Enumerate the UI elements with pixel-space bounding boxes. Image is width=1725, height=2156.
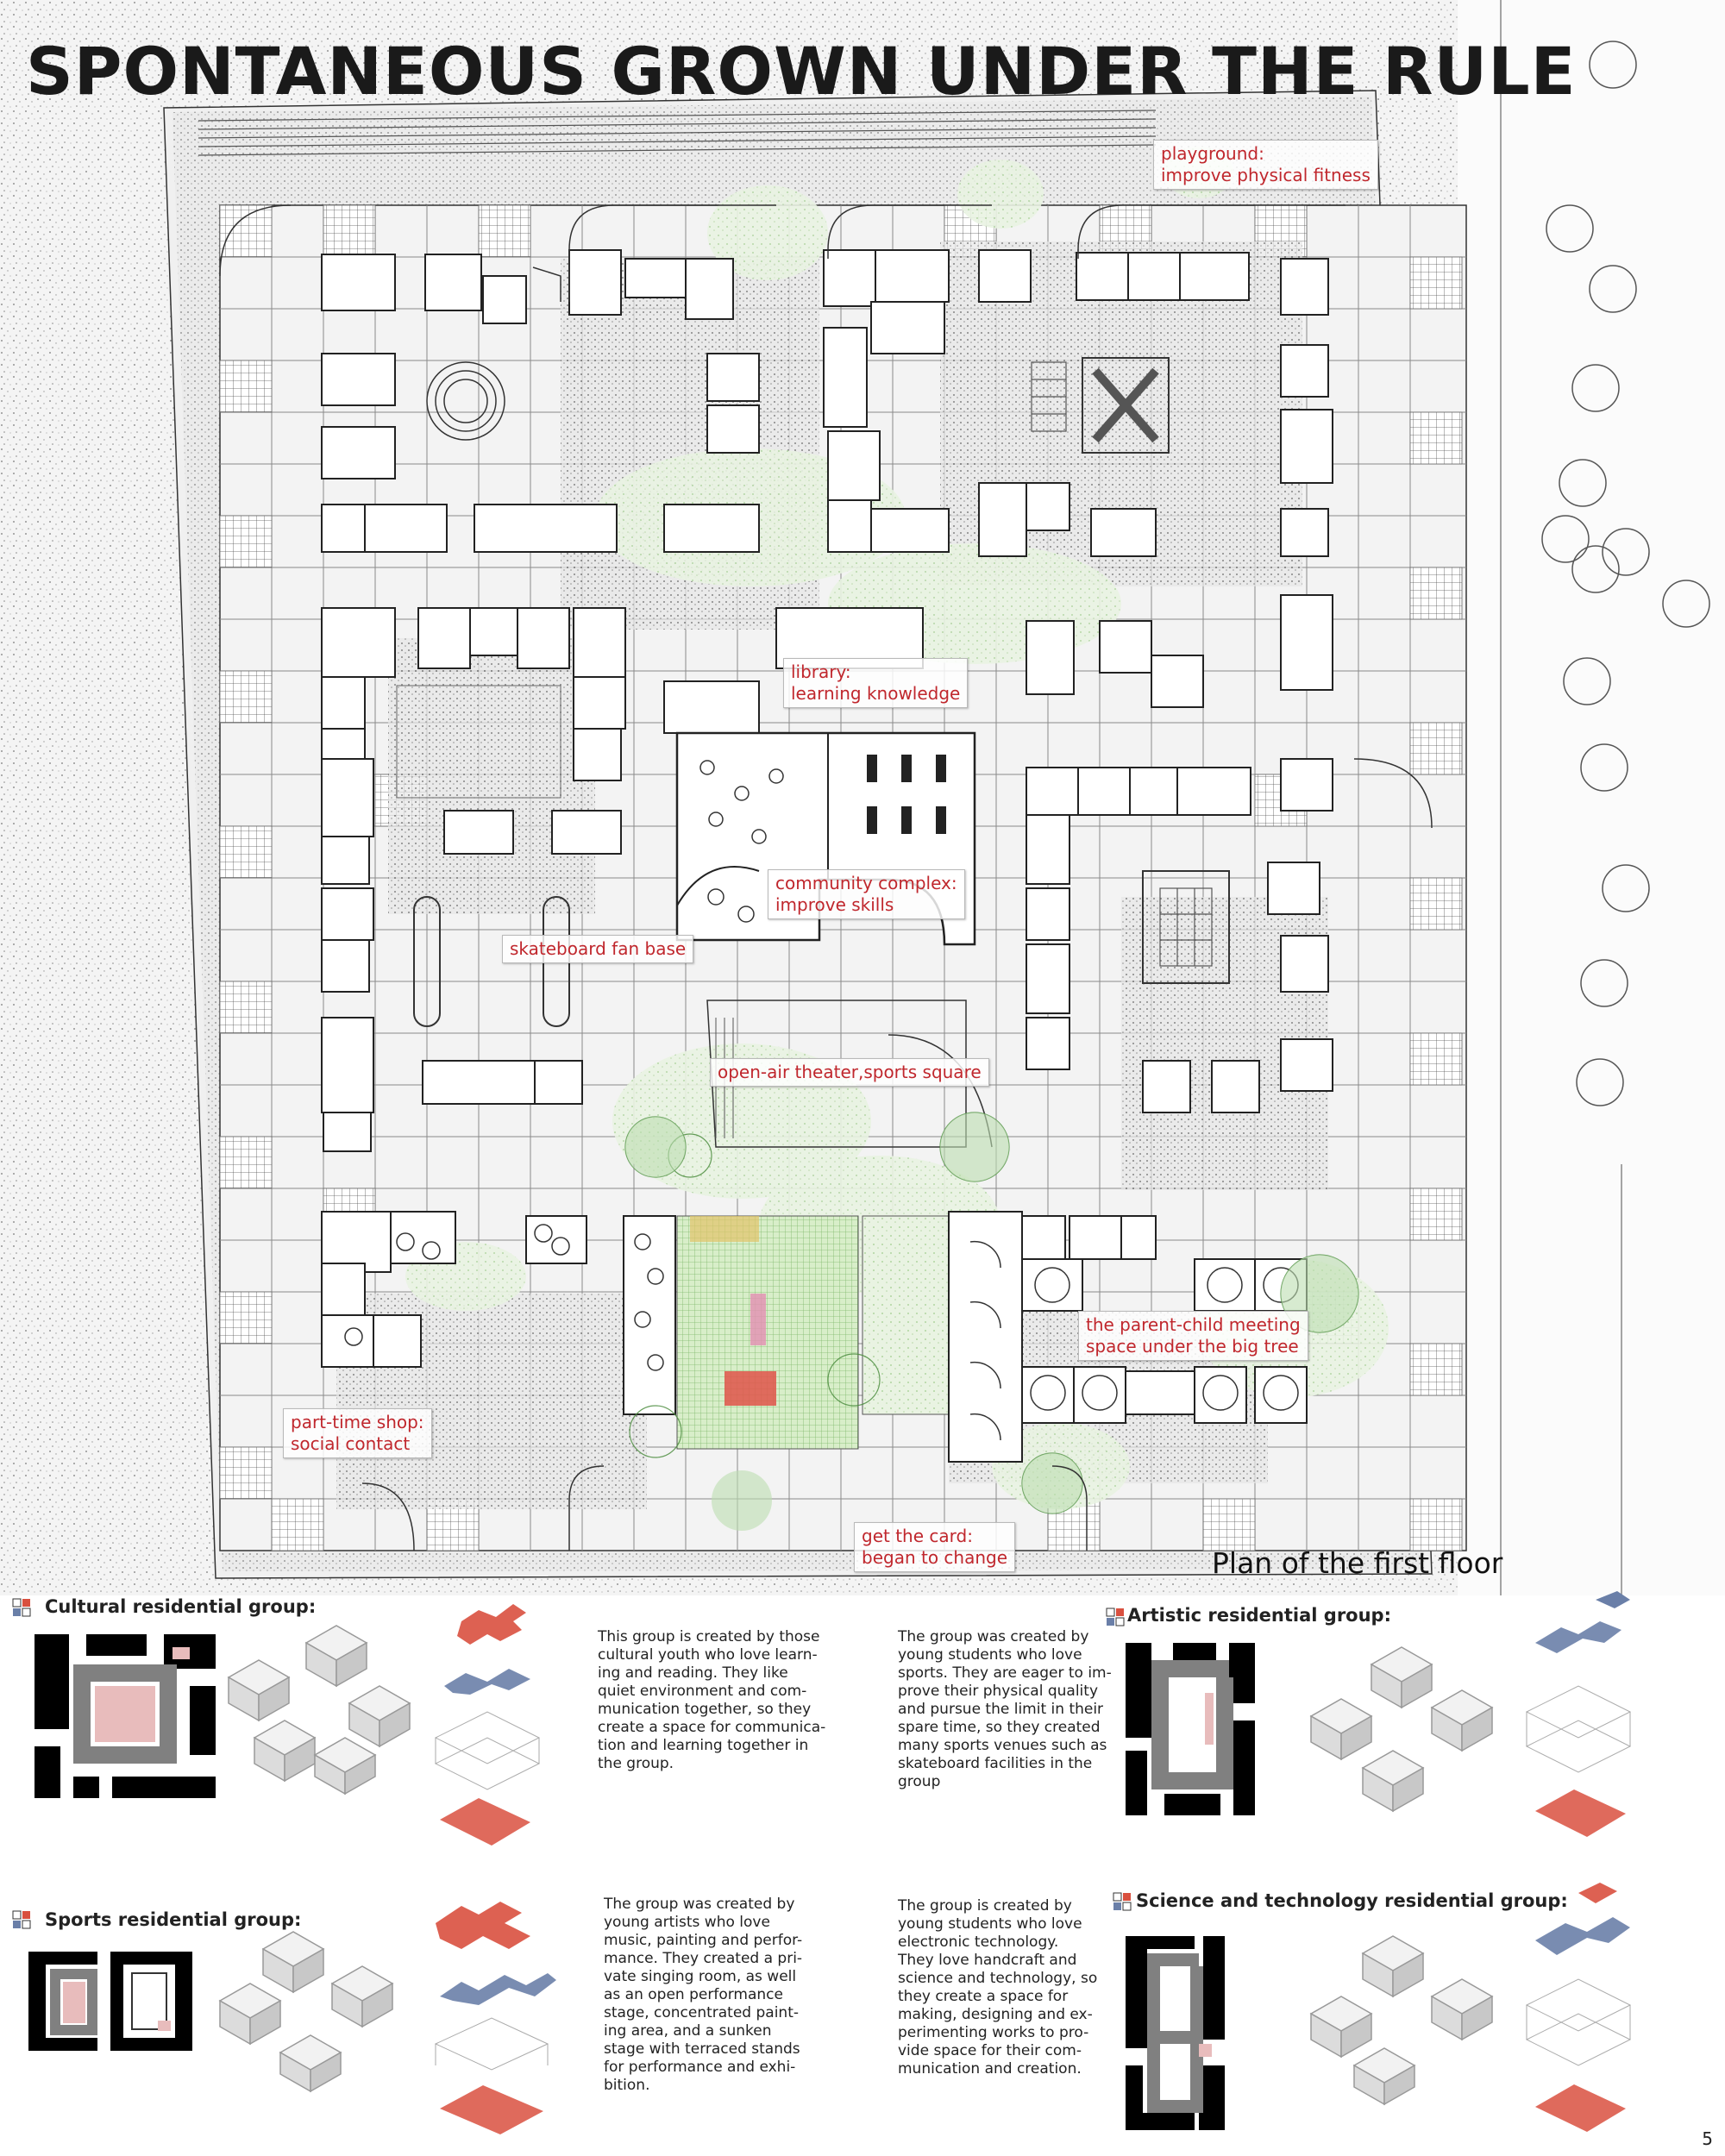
desc-line: The group was created by [604, 1896, 795, 1913]
desc-line: bition. [604, 2077, 650, 2094]
label-skateboard-line1: skateboard fan base [510, 938, 687, 959]
science-plan-diagram [1126, 1936, 1225, 2130]
label-community-line2: improve skills [775, 894, 894, 915]
page-number: 5 [1702, 2128, 1713, 2149]
label-community-complex: community complex: improve skills [768, 869, 965, 919]
desc-line: the group. [598, 1755, 674, 1772]
desc-line: quiet environment and com- [598, 1683, 807, 1700]
label-library-line2: learning knowledge [791, 683, 961, 704]
desc-line: young students who love [898, 1915, 1082, 1933]
sports-plan-diagram [28, 1952, 192, 2051]
label-parent-child-line1: the parent-child meeting [1086, 1314, 1301, 1335]
desc-line: young artists who love [604, 1914, 770, 1931]
label-card-line2: began to change [862, 1547, 1008, 1568]
desc-line: tion and learning together in [598, 1737, 809, 1754]
desc-line: They love handcraft and [898, 1952, 1077, 1969]
cultural-description: This group is created by those cultural … [598, 1628, 825, 1773]
artistic-exploded-diagram [1525, 1591, 1632, 1837]
plan-caption: Plan of the first floor [1212, 1546, 1503, 1580]
desc-line: stage with terraced stands [604, 2040, 800, 2058]
cultural-group-title: Cultural residential group: [45, 1596, 317, 1617]
sports-exploded-diagram [434, 1902, 556, 2134]
desc-line: as an open performance [604, 1986, 783, 2003]
desc-line: prove their physical quality [898, 1683, 1098, 1700]
label-skateboard: skateboard fan base [502, 935, 694, 963]
desc-line: munication together, so they [598, 1701, 812, 1718]
desc-line: create a space for communica- [598, 1719, 826, 1736]
desc-line: stage, concentrated paint- [604, 2004, 799, 2021]
science-exploded-diagram [1525, 1883, 1632, 2132]
cultural-plan-diagram [34, 1634, 216, 1798]
desc-line: many sports venues such as [898, 1737, 1107, 1754]
label-library-line1: library: [791, 661, 851, 682]
label-playground-line2: improve physical fitness [1161, 165, 1371, 185]
science-axonometric [1309, 1935, 1494, 2106]
building-icon [12, 1598, 31, 1617]
desc-line: cultural youth who love learn- [598, 1646, 818, 1664]
desc-line: The group is created by [898, 1897, 1072, 1915]
desc-line: vide space for their com- [898, 2042, 1082, 2059]
cultural-exploded-diagram [434, 1604, 541, 1846]
label-shop-line1: part-time shop: [291, 1412, 424, 1432]
cultural-axonometric [227, 1625, 411, 1796]
desc-line: group [898, 1773, 941, 1790]
desc-line: spare time, so they created [898, 1719, 1101, 1736]
desc-line: vate singing room, as well [604, 1968, 797, 1985]
label-parent-child-line2: space under the big tree [1086, 1336, 1299, 1357]
desc-line: and pursue the limit in their [898, 1701, 1104, 1718]
science-group-title: Science and technology residential group… [1136, 1890, 1568, 1911]
label-shop: part-time shop: social contact [283, 1408, 432, 1458]
label-shop-line2: social contact [291, 1433, 411, 1454]
desc-line: The group was created by [898, 1628, 1089, 1645]
building-icon [1106, 1608, 1125, 1626]
sports-group-title: Sports residential group: [45, 1909, 302, 1930]
sports-axonometric [218, 1931, 394, 2093]
desc-line: skateboard facilities in the [898, 1755, 1093, 1772]
desc-line: mance. They created a pri- [604, 1950, 803, 1967]
poster-title: SPONTANEOUS GROWN UNDER THE RULE [26, 33, 1577, 110]
first-floor-plan [0, 0, 1710, 1595]
label-community-line1: community complex: [775, 873, 957, 893]
desc-line: electronic technology. [898, 1934, 1059, 1951]
desc-line: munication and creation. [898, 2060, 1082, 2078]
desc-line: making, designing and ex- [898, 2006, 1093, 2023]
sports-description: The group was created by young students … [898, 1628, 1112, 1791]
artistic-axonometric [1309, 1646, 1494, 1813]
building-icon [12, 1910, 31, 1929]
science-description: The group is created by young students w… [898, 1897, 1097, 2078]
desc-line: science and technology, so [898, 1970, 1098, 1987]
building-icon [1113, 1892, 1132, 1911]
label-card: get the card: began to change [854, 1522, 1016, 1572]
desc-line: sports. They are eager to im- [898, 1664, 1112, 1682]
label-parent-child: the parent-child meeting space under the… [1078, 1311, 1308, 1361]
label-theater-line1: open-air theater,sports square [718, 1062, 982, 1082]
artistic-group-title: Artistic residential group: [1127, 1605, 1391, 1626]
label-card-line1: get the card: [862, 1526, 973, 1546]
label-playground-line1: playground: [1161, 143, 1264, 164]
desc-line: ing area, and a sunken [604, 2022, 772, 2040]
desc-line: music, painting and perfor- [604, 1932, 803, 1949]
desc-line: for performance and exhi- [604, 2059, 796, 2076]
label-library: library: learning knowledge [783, 658, 969, 708]
artistic-description: The group was created by young artists w… [604, 1896, 802, 2095]
desc-line: This group is created by those [598, 1628, 820, 1645]
desc-line: perimenting works to pro- [898, 2024, 1089, 2041]
desc-line: young students who love [898, 1646, 1082, 1664]
desc-line: they create a space for [898, 1988, 1069, 2005]
label-playground: playground: improve physical fitness [1153, 140, 1378, 190]
label-theater: open-air theater,sports square [710, 1058, 989, 1087]
desc-line: ing and reading. They like [598, 1664, 788, 1682]
artistic-plan-diagram [1126, 1643, 1255, 1815]
